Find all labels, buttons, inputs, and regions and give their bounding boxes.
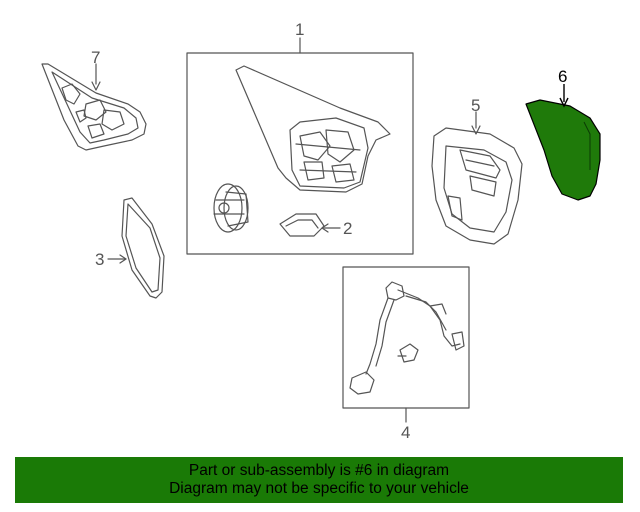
part-1-mirror-assembly[interactable] bbox=[186, 37, 414, 255]
callout-4: 4 bbox=[401, 423, 410, 442]
banner-line-2: Diagram may not be specific to your vehi… bbox=[169, 480, 469, 497]
callout-3: 3 bbox=[95, 250, 104, 269]
part-4-wiring-harness[interactable] bbox=[342, 266, 470, 423]
part-2-cover[interactable] bbox=[279, 213, 341, 237]
callout-6: 6 bbox=[558, 67, 567, 86]
part-3-mirror-glass[interactable] bbox=[107, 197, 165, 299]
part-6-mirror-cap[interactable] bbox=[525, 84, 601, 201]
callout-2: 2 bbox=[343, 219, 352, 238]
part-5-mirror-housing[interactable] bbox=[431, 111, 523, 245]
callout-7: 7 bbox=[91, 48, 100, 67]
callout-1: 1 bbox=[295, 20, 304, 39]
part-7-mirror-base[interactable] bbox=[41, 63, 147, 151]
banner-line-1: Part or sub-assembly is #6 in diagram bbox=[188, 462, 450, 479]
callout-5: 5 bbox=[471, 96, 480, 115]
info-banner: Part or sub-assembly is #6 in diagram Di… bbox=[15, 457, 623, 503]
